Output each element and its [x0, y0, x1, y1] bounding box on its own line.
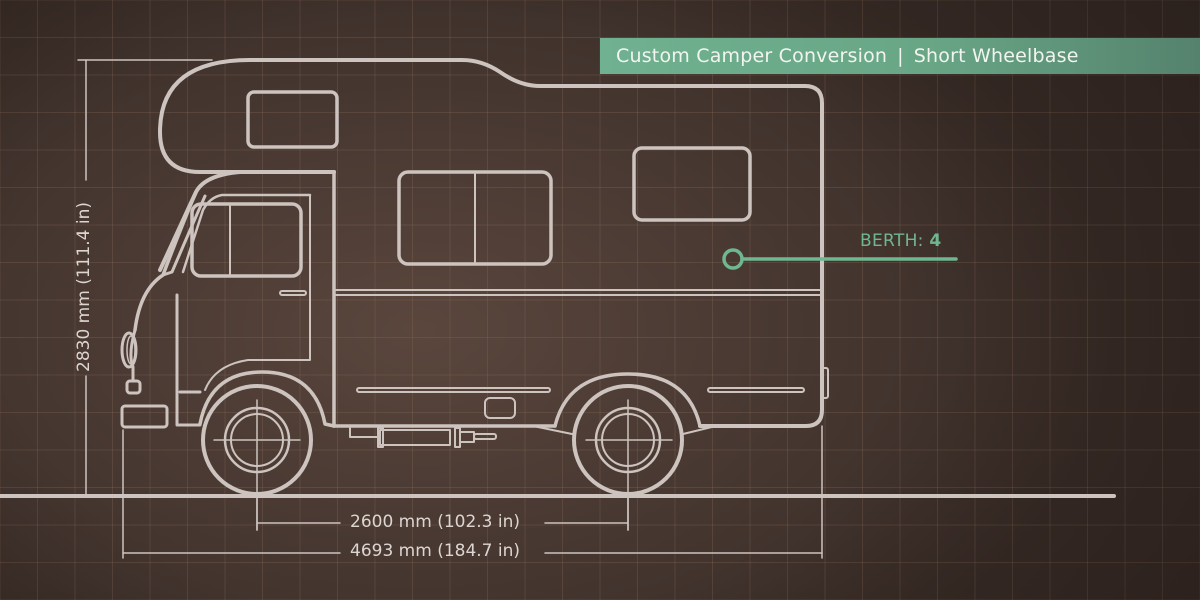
berth-label: BERTH: 4 [860, 231, 942, 251]
cab-lower [176, 390, 202, 427]
height-dimension-lines [77, 59, 213, 497]
title-banner: Custom Camper Conversion | Short Wheelbase [600, 38, 1200, 74]
trim-strip-rear [707, 387, 805, 393]
cab-door-window [190, 202, 303, 278]
indicator-light [125, 379, 142, 395]
berth-marker-icon [722, 248, 744, 270]
berth-count: 4 [929, 231, 942, 251]
cab-roof [158, 170, 336, 272]
title-separator: | [897, 45, 904, 67]
overcab-window [246, 90, 339, 149]
overall-length-dimension-label: 4693 mm (184.7 in) [350, 541, 521, 561]
title-primary: Custom Camper Conversion [616, 45, 888, 67]
front-wheel-arch [198, 370, 336, 428]
wheelbase-dimension-label: 2600 mm (102.3 in) [350, 512, 521, 532]
windshield-pillar [181, 193, 312, 274]
headlight [120, 331, 138, 369]
exhaust-assembly [349, 427, 497, 448]
berth-label-text: BERTH: [860, 231, 924, 251]
title-secondary: Short Wheelbase [913, 45, 1079, 67]
wheelbase-dimension-lines [256, 495, 629, 531]
rear-side-window [632, 146, 752, 222]
camper-body-outline [158, 58, 824, 428]
front-bumper [120, 404, 169, 429]
service-hatch [484, 397, 516, 419]
height-dimension-label: 2830 mm (111.4 in) [74, 201, 94, 372]
length-dimension-lines [122, 425, 823, 559]
rear-light [821, 367, 829, 399]
side-double-window [397, 170, 553, 266]
trim-strip-front [356, 387, 551, 393]
rear-wheel-arch [553, 372, 702, 428]
door-handle [279, 290, 307, 296]
cab-door [204, 194, 311, 391]
berth-callout-leader [722, 248, 958, 270]
